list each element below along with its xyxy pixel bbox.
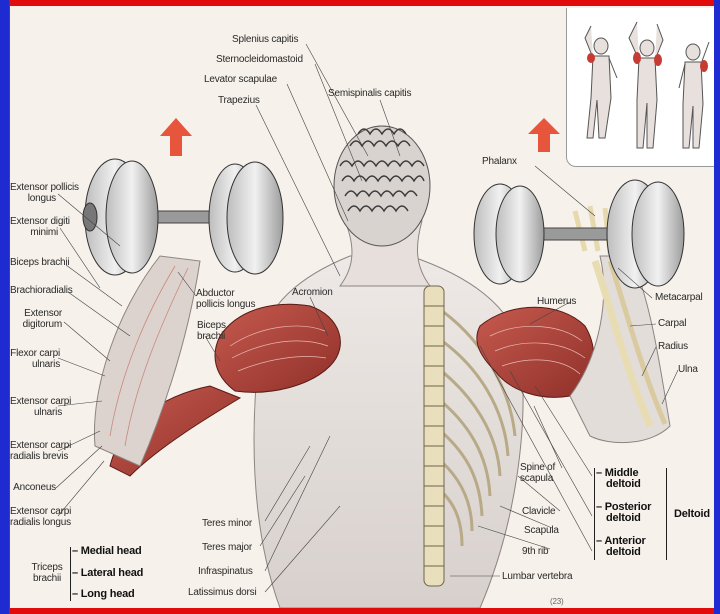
label-teres-major: Teres major [202, 542, 252, 553]
blue-border-left [0, 0, 9, 614]
anatomy-canvas: Splenius capitis Sternocleidomastoid Lev… [10, 6, 714, 608]
label-sternocleidomastoid: Sternocleidomastoid [216, 54, 303, 65]
label-biceps-brachii-left: Biceps brachii [10, 257, 64, 268]
page-fragment: (23) [550, 596, 563, 607]
label-triceps-brachii: Triceps brachii [26, 562, 68, 584]
label-extensor-carpi-radialis-longus: Extensor carpi radialis longus [10, 506, 68, 528]
label-anconeus: Anconeus [10, 482, 56, 493]
label-middle-deltoid: – Middle deltoid [596, 468, 641, 490]
right-dumbbell [474, 180, 684, 288]
triceps-bracket [70, 547, 71, 601]
label-posterior-deltoid: – Posterior deltoid [596, 502, 651, 524]
label-extensor-pollicis-longus: Extensor pollicis longus [10, 182, 56, 204]
up-arrow-icon-right [528, 118, 560, 152]
label-lateral-head: – Lateral head [72, 568, 143, 579]
up-arrow-icon-left [160, 118, 192, 156]
label-levator-scapulae: Levator scapulae [204, 74, 277, 85]
label-deltoid: Deltoid [674, 509, 710, 520]
label-lumbar-vertebra: Lumbar vertebra [502, 571, 572, 582]
label-ninth-rib: 9th rib [522, 546, 548, 557]
label-flexor-carpi-ulnaris: Flexor carpi ulnaris [10, 348, 60, 370]
label-splenius-capitis: Splenius capitis [232, 34, 298, 45]
left-dumbbell [83, 159, 283, 275]
label-extensor-carpi-radialis-brevis: Extensor carpi radialis brevis [10, 440, 66, 462]
inset-figures-svg [567, 8, 714, 166]
label-latissimus-dorsi: Latissimus dorsi [188, 587, 257, 598]
label-brachioradialis: Brachioradialis [10, 285, 66, 296]
label-teres-minor: Teres minor [202, 518, 252, 529]
label-trapezius: Trapezius [218, 95, 260, 106]
label-carpal: Carpal [658, 318, 686, 329]
label-extensor-digiti-minimi: Extensor digiti minimi [10, 216, 58, 238]
label-metacarpal: Metacarpal [655, 292, 702, 303]
label-infraspinatus: Infraspinatus [198, 566, 253, 577]
label-biceps-brachii-center: Biceps brachii [197, 320, 226, 342]
head [334, 126, 430, 246]
label-extensor-carpi-ulnaris: Extensor carpi ulnaris [10, 396, 62, 418]
label-anterior-deltoid: – Anterior deltoid [596, 536, 646, 558]
label-acromion: Acromion [292, 287, 333, 298]
label-humerus: Humerus [537, 296, 576, 307]
blue-border-right [714, 0, 720, 614]
label-spine-of-scapula: Spine of scapula [520, 462, 555, 484]
label-abductor-pollicis-longus: Abductor pollicis longus [196, 288, 255, 310]
label-medial-head: – Medial head [72, 546, 142, 557]
label-clavicle: Clavicle [522, 506, 555, 517]
label-ulna: Ulna [678, 364, 698, 375]
label-long-head: – Long head [72, 589, 135, 600]
inset-figures [566, 8, 714, 167]
deltoid-bracket-left [594, 468, 595, 560]
label-phalanx: Phalanx [482, 156, 517, 167]
label-semispinalis-capitis: Semispinalis capitis [328, 88, 411, 99]
label-radius: Radius [658, 341, 688, 352]
deltoid-bracket-right [666, 468, 667, 560]
label-extensor-digitorum: Extensor digitorum [10, 308, 62, 330]
label-scapula: Scapula [524, 525, 559, 536]
